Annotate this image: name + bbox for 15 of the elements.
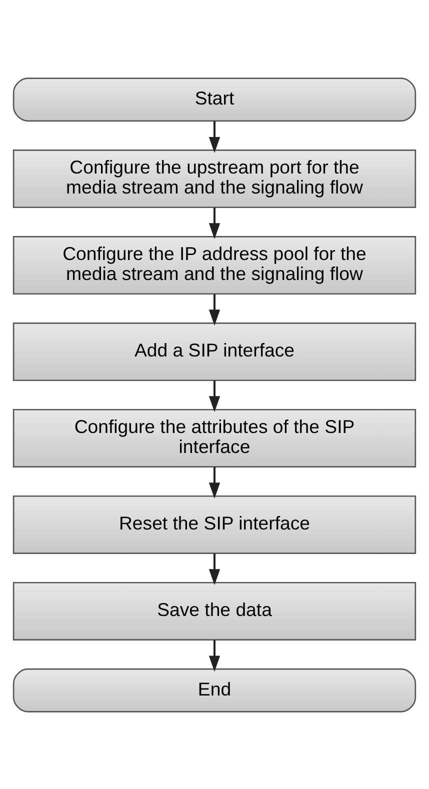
node-box: Start: [12, 77, 416, 122]
arrow: [208, 640, 220, 672]
node-box: Reset the SIP interface: [12, 494, 416, 554]
arrow: [208, 207, 220, 239]
node-box: Configure the IP address pool for the media stream and the signaling flow: [12, 236, 416, 294]
node-box: Configure the upstream port for the media stream and the signaling flow: [12, 149, 416, 208]
arrow: [208, 553, 220, 585]
node-box: Save the data: [12, 581, 416, 640]
node-box: Add a SIP interface: [12, 322, 416, 381]
arrow: [208, 120, 220, 153]
arrow: [208, 466, 220, 498]
arrow: [208, 380, 220, 412]
node-box: End: [12, 668, 416, 712]
node-box: Configure the attributes of the SIP interface: [12, 408, 416, 468]
arrow: [208, 294, 220, 326]
